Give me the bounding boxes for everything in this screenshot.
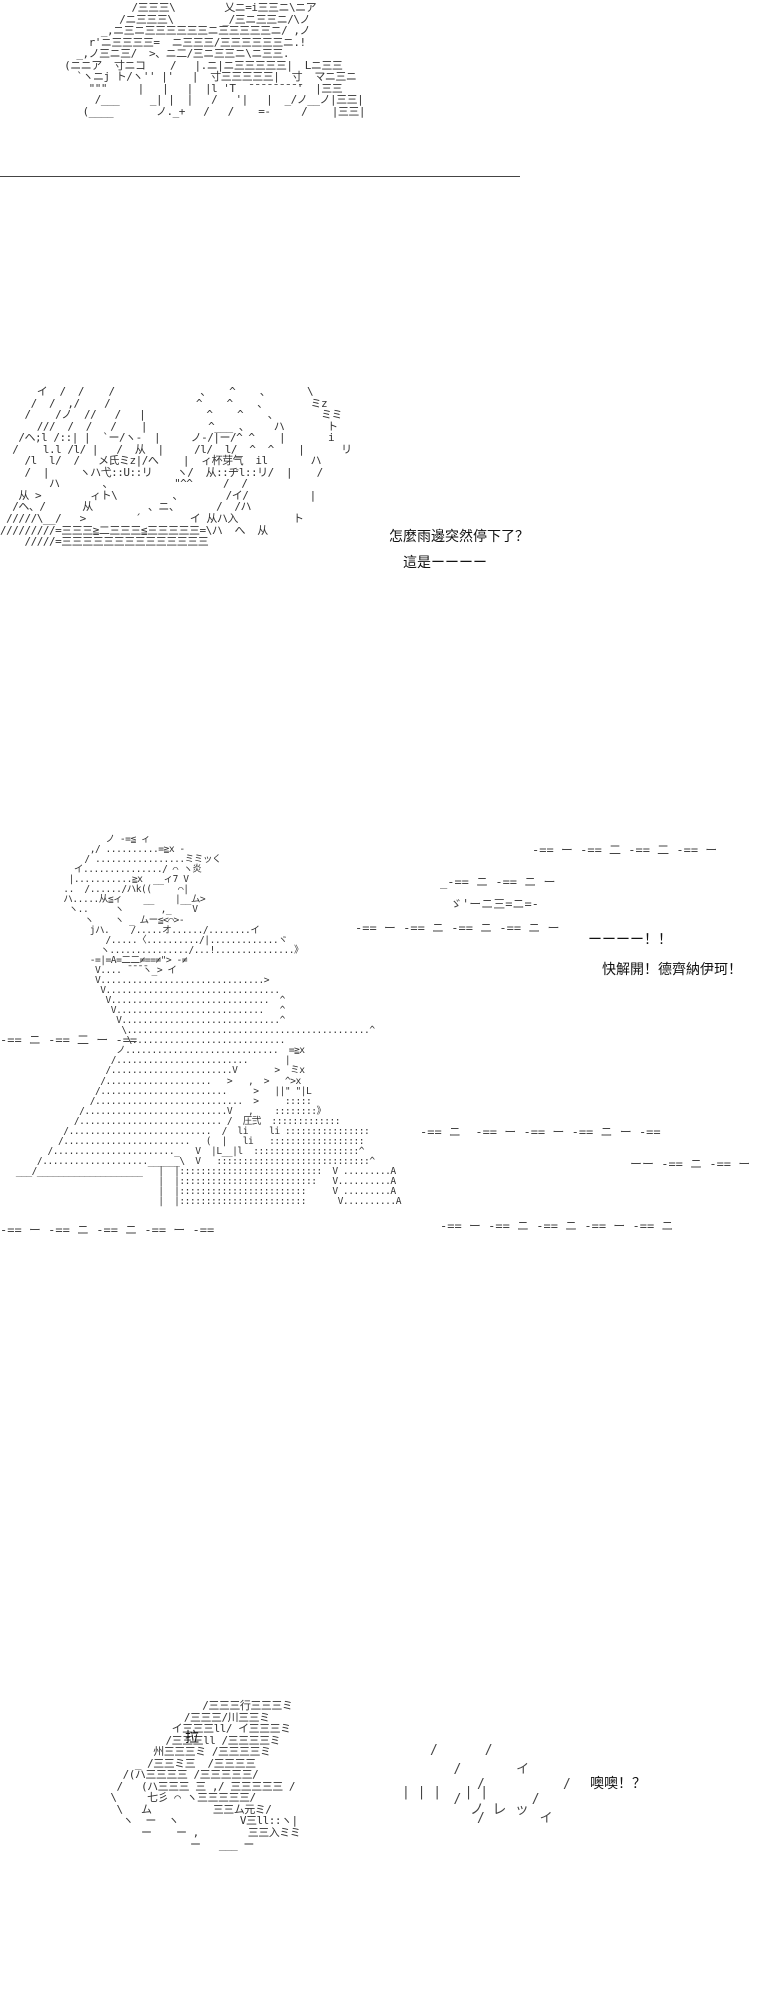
speed-line-1: -== ー -== 二 -== 二 -== ー (532, 843, 718, 857)
dialogue-panel-3-line-1: ーーーー！！ (588, 932, 672, 948)
motion-lines-panel-4: / / / イ / / / / / イ (430, 1743, 571, 1826)
ascii-art-panel-2: イ / / / 、 ^ 、 \ / / ,/ / ^ ^ 、 ミz / /ノ /… (0, 385, 352, 549)
speed-line-5: -== ニ -== 二 ー -== (0, 1033, 138, 1047)
dialogue-panel-2-line-1: 怎麼雨邊突然停下了？ (389, 529, 529, 545)
panel-1-ground-line (0, 176, 520, 177)
dialogue-panel-2-line-2: 這是ーーーー (403, 555, 487, 571)
speed-line-6: -== ニ -== ー -== ー -== ニ ー -== (420, 1125, 661, 1139)
sfx-text-reltsu: ノ レ ッ (470, 1802, 529, 1818)
panel-2: イ / / / 、 ^ 、 \ / / ,/ / ^ ^ 、 ミz / /ノ /… (0, 380, 773, 650)
speed-line-4: -== ー -== ニ -== ニ -== ニ ー (355, 921, 560, 935)
sfx-lines-top: | | | | | (402, 1785, 489, 1800)
panel-1: /三三三\ 乂ニ=i三三ニ\ニア /ニ三三三\ _/三ニ三三ニ/\ノ _,ニ三ニ… (0, 0, 773, 180)
panel-4: /三三三行三三三ミ /三三三/川三三ミ イ三三三ll/ イ三三三ミ /三三三ll… (0, 1695, 773, 1985)
speed-line-9: -== ー -== ニ -== ニ -== ー -== ニ (440, 1219, 674, 1233)
dialogue-panel-4-line-1: 噢噢！？ (590, 1776, 646, 1792)
speed-line-2: _-== ニ -== ニ ー (440, 875, 556, 889)
panel-3: ノ -=≦ ィ ,/ ..........=≧x - / ...........… (0, 834, 773, 1505)
ascii-art-panel-4: /三三三行三三三ミ /三三三/川三三ミ イ三三三ll/ イ三三三ミ /三三三ll… (110, 1699, 301, 1851)
label-pull-sfx: 拉 (185, 1730, 199, 1746)
speed-line-8: ーー -== ニ -== ー (630, 1157, 751, 1171)
speed-line-7: -== ー -== ニ -== ニ -== ー -== (0, 1223, 215, 1237)
speed-line-3: ゞ'ーニ三=ニ=- (450, 897, 539, 911)
ascii-art-panel-3: ノ -=≦ ィ ,/ ..........=≧x - / ...........… (15, 834, 402, 1208)
ascii-art-panel-1: /三三三\ 乂ニ=i三三ニ\ニア /ニ三三三\ _/三ニ三三ニ/\ノ _,ニ三ニ… (64, 1, 366, 118)
dialogue-panel-3-line-2: 快解開！德齊納伊珂！ (602, 962, 742, 978)
